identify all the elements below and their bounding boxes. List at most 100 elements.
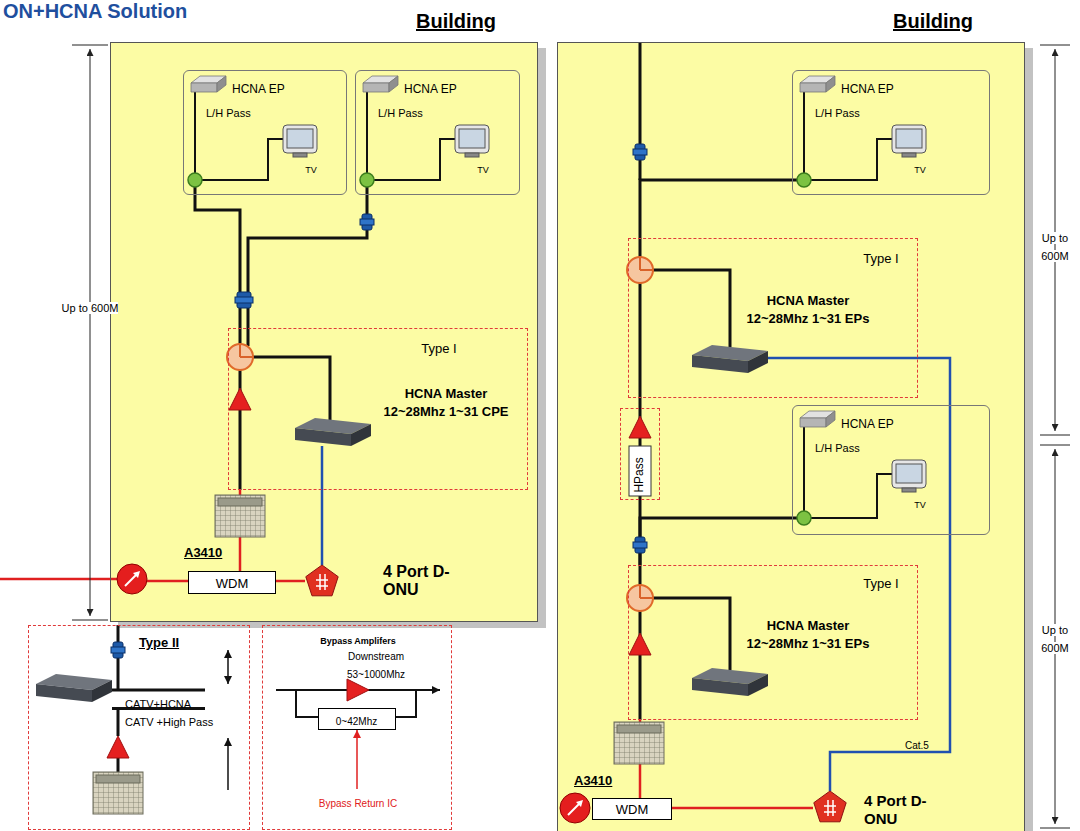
indoor-wire: [803, 427, 805, 511]
text-slot: TV: [907, 494, 933, 512]
coax-wire: [639, 611, 642, 720]
text-slot: CATV+HCNA: [125, 694, 225, 712]
master-modem-icon: [351, 424, 371, 446]
coax-wire: [653, 598, 730, 670]
tv-icon: [892, 125, 926, 157]
text-slot: HCNA EP: [232, 79, 332, 97]
node-text: HCNA EP: [404, 82, 457, 96]
indoor-wire: [194, 92, 196, 173]
coax-link: [639, 398, 642, 408]
tap-symbol: [235, 292, 253, 308]
dimension-line: [72, 45, 1070, 828]
onu-icon: [814, 791, 846, 822]
tap-symbol: [111, 642, 125, 658]
coax-wire: [639, 238, 642, 257]
modem-icon: [826, 76, 835, 92]
master-modem-icon: [295, 428, 351, 446]
modem-icon: [191, 76, 835, 427]
master-modem-icon: [692, 678, 748, 696]
optical-splitter-icon: [117, 564, 147, 594]
tap-symbol: [633, 542, 647, 548]
optical-node-icon: [617, 725, 661, 733]
direction-arrow: [227, 650, 229, 684]
modem-icon: [800, 411, 835, 427]
connector-group: [195, 180, 792, 798]
tap-symbol: [235, 297, 253, 303]
text-slot: TV: [907, 159, 933, 177]
modem-icon: [389, 76, 398, 92]
optical-node-icon: [96, 775, 140, 783]
optical-splitter-icon: [560, 793, 590, 823]
dimension-line: [1040, 435, 1070, 436]
coax-link: [640, 518, 792, 565]
optical-node-icon: [93, 772, 143, 814]
tv-icon: [896, 129, 922, 148]
onu-icon: [306, 565, 846, 822]
text-slot: 4 Port D-ONU: [864, 792, 936, 828]
high-pass-filter: [629, 446, 651, 496]
indoor-wire: [803, 92, 805, 173]
node-text: HCNA Master 12~28Mhz 1~31 EPs: [747, 293, 870, 326]
text-slot: CATV +High Pass: [125, 712, 225, 730]
text-slot: Downstream 53~1000Mhz: [336, 646, 416, 682]
tap-symbol: [360, 219, 374, 225]
text-slot: Cat.5: [905, 735, 945, 753]
node-text: Building: [893, 10, 973, 32]
node-text: Bypass Return IC: [319, 798, 397, 809]
optical-node-icon: [614, 722, 664, 764]
splitter-symbol: [627, 585, 653, 611]
onu-icon: [306, 565, 338, 596]
coax-wire: [653, 270, 730, 347]
amplifier-symbol: [629, 416, 651, 438]
text-slot: Type I: [851, 249, 911, 267]
optical-node-icon: [215, 495, 265, 537]
master-modem-icon: [36, 674, 112, 702]
text-slot: Bypass Amplifers: [283, 630, 433, 648]
text-slot: Type I: [409, 339, 469, 357]
return-arrow: [356, 730, 358, 789]
text-slot: Type I: [851, 574, 911, 592]
fiber-wire: [276, 580, 305, 583]
onu-icon: [814, 791, 846, 822]
direction-arrow: [227, 738, 229, 790]
return-arrow: [356, 730, 358, 789]
indoor-wire: [811, 139, 892, 180]
dimension-line: [1040, 445, 1070, 446]
node-text: L/H Pass: [815, 107, 860, 119]
endpoint-box: HCNA EPL/H PassTV: [792, 70, 990, 195]
fiber-wire: [0, 578, 117, 581]
text-slot: Up to 600M: [1027, 228, 1080, 264]
optical-node-icon: [218, 498, 262, 506]
endpoint-box: HCNA EPL/H PassTV: [355, 70, 520, 195]
endpoint-box: HCNA EPL/H PassTV: [183, 70, 347, 195]
fiber-wire: [147, 580, 188, 583]
splitter-symbol: [627, 585, 653, 611]
building-ground: [110, 42, 1025, 831]
tv-icon: [287, 129, 313, 148]
tv-icon: [902, 488, 916, 492]
building-outline: BuildingHCNA EPL/H PassTVType IHCNA Mast…: [557, 42, 1025, 831]
dimension-line: [1055, 449, 1056, 824]
text-slot: HCNA EP: [404, 79, 504, 97]
optical-splitter-icon: [133, 571, 140, 578]
text-slot: L/H Pass: [815, 438, 875, 456]
endpoint-box: HCNA EPL/H PassTV: [792, 405, 990, 535]
node-text: L/H Pass: [378, 107, 423, 119]
node-text: CATV +High Pass: [125, 716, 213, 728]
splitter-symbol: [627, 257, 653, 283]
master-modem-icon: [748, 351, 768, 373]
node-text: HCNA EP: [232, 82, 285, 96]
node-text: Downstream 53~1000Mhz: [347, 651, 405, 680]
text-slot: L/H Pass: [815, 103, 875, 121]
text-slot: WDM: [189, 574, 275, 592]
text-slot: A3410: [184, 543, 234, 561]
coax-link: [195, 195, 240, 328]
coax-wire: [366, 187, 369, 195]
node-text: WDM: [216, 576, 249, 591]
splitter-symbol: [227, 344, 253, 370]
indoor-wire: [202, 139, 283, 180]
text-slot: L/H Pass: [206, 103, 266, 121]
master-modem-icon: [36, 345, 768, 702]
modem-icon: [800, 76, 835, 92]
